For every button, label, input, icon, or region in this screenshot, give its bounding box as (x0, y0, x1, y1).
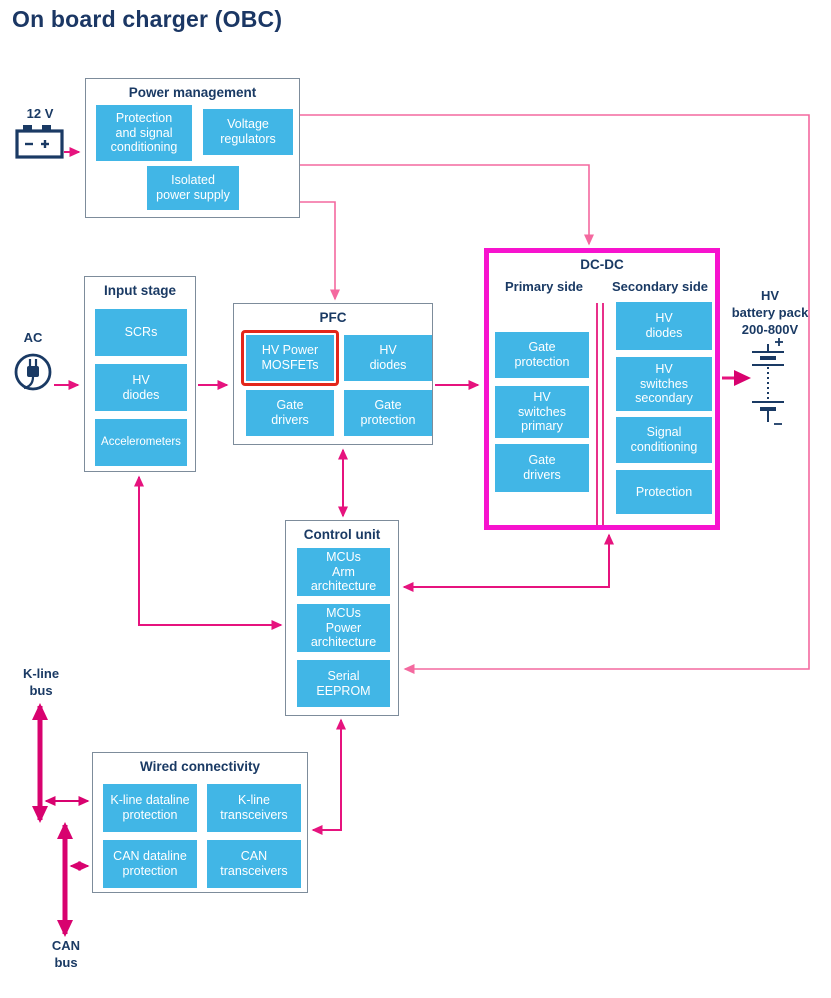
pfc-title: PFC (319, 310, 347, 325)
battery-12v-label: 12 V (26, 106, 54, 121)
line-power-management-to-dcdc (300, 164, 594, 246)
battery-12v-icon (15, 125, 64, 159)
wired-connectivity-title: Wired connectivity (140, 759, 260, 774)
ac-label: AC (23, 330, 43, 345)
line-power-management-to-pfc (300, 201, 340, 301)
power-management-box: Power management Protection and signal c… (85, 78, 300, 218)
dcdc-primary-side-label: Primary side (504, 279, 584, 294)
block-isolated-power-supply: Isolated power supply (147, 166, 239, 210)
block-signal-conditioning: Signal conditioning (616, 417, 712, 463)
block-mcus-power-architecture: MCUs Power architecture (297, 604, 390, 652)
mosfets-highlight-outline (241, 330, 339, 386)
pfc-box: PFC HV Power MOSFETs HV diodes Gate driv… (233, 303, 433, 445)
block-protection-and-signal-conditioning: Protection and signal conditioning (96, 105, 192, 161)
block-kline-transceivers: K-line transceivers (207, 784, 301, 832)
block-hv-switches-secondary: HV switches secondary (616, 357, 712, 411)
block-serial-eeprom: Serial EEPROM (297, 660, 390, 707)
block-pfc-hv-diodes: HV diodes (344, 335, 432, 381)
input-stage-box: Input stage SCRs HV diodes Accelerometer… (84, 276, 196, 472)
block-dcdc-protection: Protection (616, 470, 712, 514)
arrow-input-stage-control-unit (134, 475, 283, 630)
isolation-barrier-line-2 (602, 303, 604, 525)
block-dcdc-hv-diodes: HV diodes (616, 302, 712, 350)
block-pfc-gate-protection: Gate protection (344, 390, 432, 436)
arrow-dcdc-control-unit (402, 533, 614, 592)
block-dcdc-gate-protection: Gate protection (495, 332, 589, 378)
block-scrs: SCRs (95, 309, 187, 356)
page-title: On board charger (OBC) (12, 6, 283, 32)
dcdc-box: DC-DC Primary side Secondary side Gate p… (484, 248, 720, 530)
hv-battery-pack-label: HV battery pack 200-800V (731, 288, 809, 337)
block-can-transceivers: CAN transceivers (207, 840, 301, 888)
block-can-dataline-protection: CAN dataline protection (103, 840, 197, 888)
can-bus-label: CAN bus (51, 938, 81, 970)
block-voltage-regulators: Voltage regulators (203, 109, 293, 155)
hv-battery-icon (752, 338, 784, 425)
dcdc-title: DC-DC (580, 257, 624, 272)
control-unit-title: Control unit (303, 527, 381, 542)
arrow-control-unit-wired-connectivity (311, 718, 346, 835)
block-kline-dataline-protection: K-line dataline protection (103, 784, 197, 832)
ac-plug-icon (14, 353, 52, 391)
wired-connectivity-box: Wired connectivity K-line dataline prote… (92, 752, 308, 893)
kline-bus-label: K-line bus (22, 666, 60, 698)
dcdc-secondary-side-label: Secondary side (611, 279, 709, 294)
control-unit-box: Control unit MCUs Arm architecture MCUs … (285, 520, 399, 716)
input-stage-title: Input stage (103, 283, 176, 298)
power-management-title: Power management (128, 85, 257, 100)
block-accelerometers: Accelerometers (95, 419, 187, 466)
isolation-barrier-line-1 (596, 303, 598, 525)
block-input-hv-diodes: HV diodes (95, 364, 187, 411)
block-pfc-gate-drivers: Gate drivers (246, 390, 334, 436)
block-mcus-arm-architecture: MCUs Arm architecture (297, 548, 390, 596)
block-dcdc-gate-drivers: Gate drivers (495, 444, 589, 492)
block-hv-switches-primary: HV switches primary (495, 386, 589, 438)
